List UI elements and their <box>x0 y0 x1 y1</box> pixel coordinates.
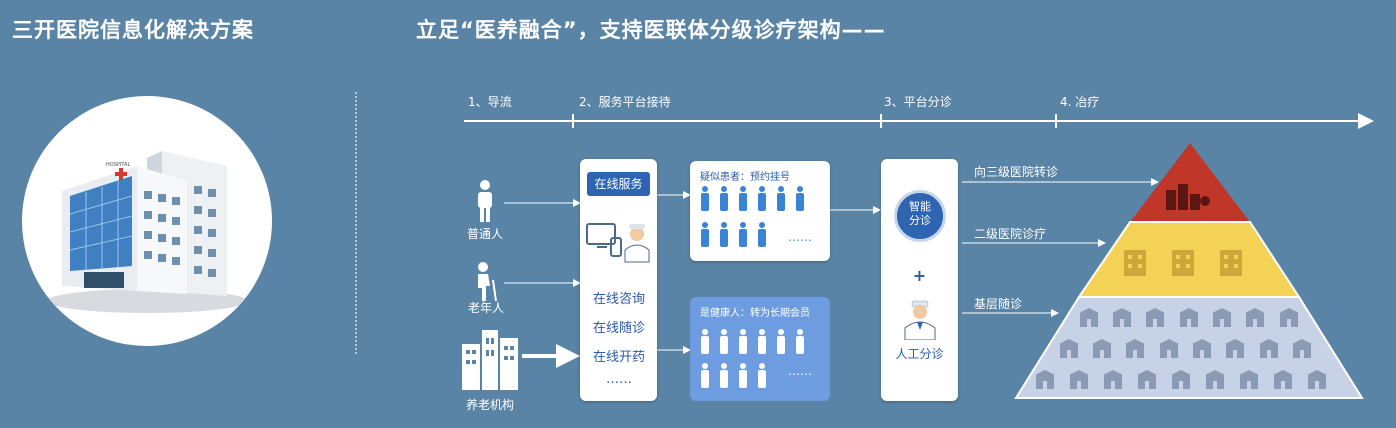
person-glyph-icon <box>739 222 747 247</box>
pyramid-base-tier <box>1014 296 1364 399</box>
route-primary-label: 基层随诊 <box>974 297 1023 311</box>
healthy-box-header: 是健康人：转为长期会员 <box>700 308 810 319</box>
person-glyph-icon <box>758 222 766 247</box>
suspected-box-header: 疑似患者：预约挂号 <box>700 172 790 183</box>
healthy-people-icons <box>701 329 804 388</box>
healthy-ellipsis: …… <box>788 364 812 378</box>
page-title-left: 三开医院信息化解决方案 <box>12 18 254 42</box>
clinic-icon <box>1112 308 1132 327</box>
person-glyph-icon <box>739 186 747 211</box>
clinic-icon <box>1171 370 1191 389</box>
clinic-icon <box>1125 339 1145 358</box>
elderly-icon <box>478 262 497 302</box>
clinic-icon <box>1245 308 1265 327</box>
clinic-icon <box>1137 370 1157 389</box>
clinic-icon <box>1103 370 1123 389</box>
person-glyph-icon <box>796 186 804 211</box>
person-glyph-icon <box>720 186 728 211</box>
community-clinic-icons <box>1035 308 1327 389</box>
institution-label: 养老机构 <box>465 398 514 412</box>
online-service-tag: 在线服务 <box>587 172 650 196</box>
timeline-step-2: 2、服务平台接待 <box>579 95 671 109</box>
smart-triage-line1: 智能 <box>909 200 931 213</box>
clinic-icon <box>1159 339 1179 358</box>
route-secondary-label: 二级医院诊疗 <box>974 227 1047 241</box>
clinic-icon <box>1307 370 1327 389</box>
hospital-illustration: HOSPITAL <box>22 96 272 346</box>
hospital-sign-text: HOSPITAL <box>106 162 130 168</box>
person-label: 普通人 <box>466 227 503 241</box>
person-glyph-icon <box>720 363 728 388</box>
clinic-icon <box>1205 370 1225 389</box>
manual-triage-label: 人工分诊 <box>895 347 944 361</box>
clinic-icon <box>1225 339 1245 358</box>
secondary-hospital-windows <box>1128 255 1238 268</box>
section-divider <box>355 92 357 354</box>
service-platform-panel <box>580 159 657 401</box>
suspected-ellipsis: …… <box>788 230 812 244</box>
elderly-label: 老年人 <box>467 301 504 315</box>
smart-triage-label: 智能 分诊 <box>897 200 943 228</box>
online-consult-item: 在线咨询 <box>592 292 645 307</box>
smart-triage-badge <box>894 190 946 242</box>
clinic-icon <box>1079 308 1099 327</box>
person-glyph-icon <box>701 186 709 211</box>
route-tertiary-label: 向三级医院转诊 <box>974 165 1059 179</box>
smart-triage-line2: 分诊 <box>909 214 931 227</box>
clinic-icon <box>1239 370 1259 389</box>
clinic-icon <box>1279 308 1299 327</box>
person-icon <box>478 180 492 222</box>
suspected-people-icons <box>701 186 804 247</box>
clinic-icon <box>1035 370 1055 389</box>
person-glyph-icon <box>796 329 804 354</box>
clinic-icon <box>1273 370 1293 389</box>
timeline-step-3: 3、平台分诊 <box>884 95 952 109</box>
clinic-icon <box>1145 308 1165 327</box>
hospital-building-icon: HOSPITAL <box>47 151 247 313</box>
more-services-ellipsis: …… <box>606 372 632 387</box>
person-glyph-icon <box>777 186 785 211</box>
clinic-icon <box>1292 339 1312 358</box>
clinic-icon <box>1259 339 1279 358</box>
building-icon <box>462 330 518 390</box>
clinic-icon <box>1179 308 1199 327</box>
person-glyph-icon <box>720 329 728 354</box>
doctor-icon <box>904 300 936 340</box>
timeline-step-1: 1、导流 <box>468 95 512 109</box>
devices-doctor-icon <box>586 223 650 263</box>
plus-sign: + <box>912 266 927 285</box>
pyramid-top-tier <box>1130 143 1250 222</box>
tertiary-hospital-icon <box>1166 184 1210 210</box>
person-glyph-icon <box>739 329 747 354</box>
person-glyph-icon <box>758 186 766 211</box>
person-glyph-icon <box>701 363 709 388</box>
online-prescription-item: 在线开药 <box>592 350 645 365</box>
online-followup-item: 在线随诊 <box>592 321 645 336</box>
secondary-hospital-icons <box>1124 250 1242 276</box>
clinic-icon <box>1059 339 1079 358</box>
person-glyph-icon <box>777 329 785 354</box>
person-glyph-icon <box>758 329 766 354</box>
person-glyph-icon <box>701 222 709 247</box>
clinic-icon <box>1212 308 1232 327</box>
person-glyph-icon <box>739 363 747 388</box>
timeline-step-4: 4. 冶疗 <box>1060 95 1100 109</box>
person-glyph-icon <box>720 222 728 247</box>
clinic-icon <box>1069 370 1089 389</box>
page-title-main: 立足“医养融合”，支持医联体分级诊疗架构—— <box>416 18 886 42</box>
person-glyph-icon <box>701 329 709 354</box>
clinic-icon <box>1092 339 1112 358</box>
person-glyph-icon <box>758 363 766 388</box>
clinic-icon <box>1192 339 1212 358</box>
